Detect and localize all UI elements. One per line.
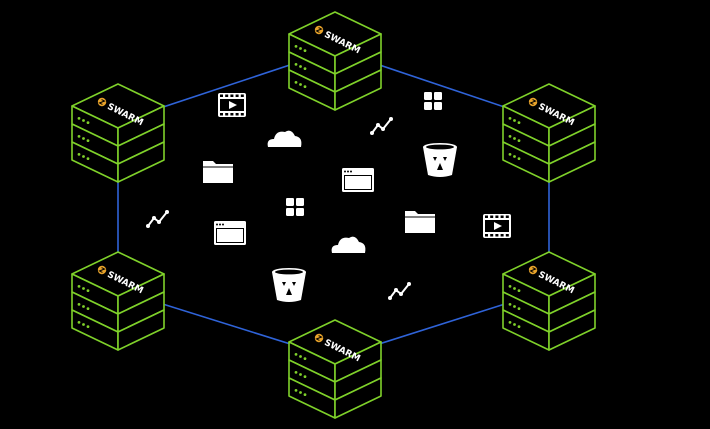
status-led-icon: [513, 287, 516, 290]
status-led-icon: [86, 121, 90, 125]
apps-grid-icon: [286, 198, 304, 216]
status-led-icon: [299, 47, 302, 50]
status-led-icon: [82, 323, 85, 326]
status-led-icon: [77, 152, 81, 156]
status-led-icon: [86, 307, 90, 311]
chart-line-icon: [146, 210, 169, 228]
status-led-icon: [86, 325, 90, 329]
swarm-nodes: SWARM SWARM SWARM SWARM SWARM SWARM: [71, 11, 596, 419]
status-led-icon: [517, 121, 521, 125]
cloud-icon: [331, 236, 366, 253]
status-led-icon: [513, 119, 516, 122]
swarm-server-node: SWARM: [71, 83, 165, 183]
browser-window-icon: [342, 168, 374, 192]
status-led-icon: [77, 302, 81, 306]
status-led-icon: [303, 67, 307, 71]
status-led-icon: [82, 287, 85, 290]
status-led-icon: [299, 355, 302, 358]
swarm-server-node: SWARM: [502, 251, 596, 351]
chart-line-icon: [370, 117, 393, 135]
status-led-icon: [299, 391, 302, 394]
status-led-icon: [508, 134, 512, 138]
status-led-icon: [294, 44, 298, 48]
status-led-icon: [513, 155, 516, 158]
browser-window-icon: [214, 221, 246, 245]
status-led-icon: [82, 155, 85, 158]
status-led-icon: [294, 62, 298, 66]
status-led-icon: [294, 370, 298, 374]
cloud-icon: [267, 130, 302, 147]
status-led-icon: [82, 305, 85, 308]
status-led-icon: [77, 284, 81, 288]
status-led-icon: [294, 352, 298, 356]
status-led-icon: [294, 388, 298, 392]
swarm-server-node: SWARM: [71, 251, 165, 351]
status-led-icon: [508, 302, 512, 306]
content-icons: [146, 92, 511, 302]
status-led-icon: [517, 325, 521, 329]
status-led-icon: [86, 139, 90, 143]
status-led-icon: [294, 80, 298, 84]
status-led-icon: [303, 49, 307, 53]
status-led-icon: [86, 289, 90, 293]
swarm-server-node: SWARM: [502, 83, 596, 183]
swarm-server-node: SWARM: [288, 11, 382, 111]
status-led-icon: [513, 305, 516, 308]
status-led-icon: [77, 134, 81, 138]
status-led-icon: [513, 323, 516, 326]
folder-icon: [203, 161, 233, 183]
status-led-icon: [508, 320, 512, 324]
status-led-icon: [299, 83, 302, 86]
status-led-icon: [86, 157, 90, 161]
bucket-icon: [423, 143, 457, 177]
status-led-icon: [82, 137, 85, 140]
status-led-icon: [508, 284, 512, 288]
video-icon: [218, 93, 246, 117]
status-led-icon: [508, 116, 512, 120]
status-led-icon: [303, 393, 307, 397]
status-led-icon: [299, 65, 302, 68]
status-led-icon: [77, 116, 81, 120]
chart-line-icon: [388, 282, 411, 300]
status-led-icon: [77, 320, 81, 324]
status-led-icon: [517, 157, 521, 161]
status-led-icon: [303, 357, 307, 361]
status-led-icon: [82, 119, 85, 122]
swarm-server-node: SWARM: [288, 319, 382, 419]
status-led-icon: [303, 375, 307, 379]
status-led-icon: [517, 289, 521, 293]
status-led-icon: [303, 85, 307, 89]
folder-icon: [405, 211, 435, 233]
status-led-icon: [513, 137, 516, 140]
status-led-icon: [299, 373, 302, 376]
status-led-icon: [517, 307, 521, 311]
status-led-icon: [517, 139, 521, 143]
video-icon: [483, 214, 511, 238]
apps-grid-icon: [424, 92, 442, 110]
bucket-icon: [272, 268, 306, 302]
status-led-icon: [508, 152, 512, 156]
